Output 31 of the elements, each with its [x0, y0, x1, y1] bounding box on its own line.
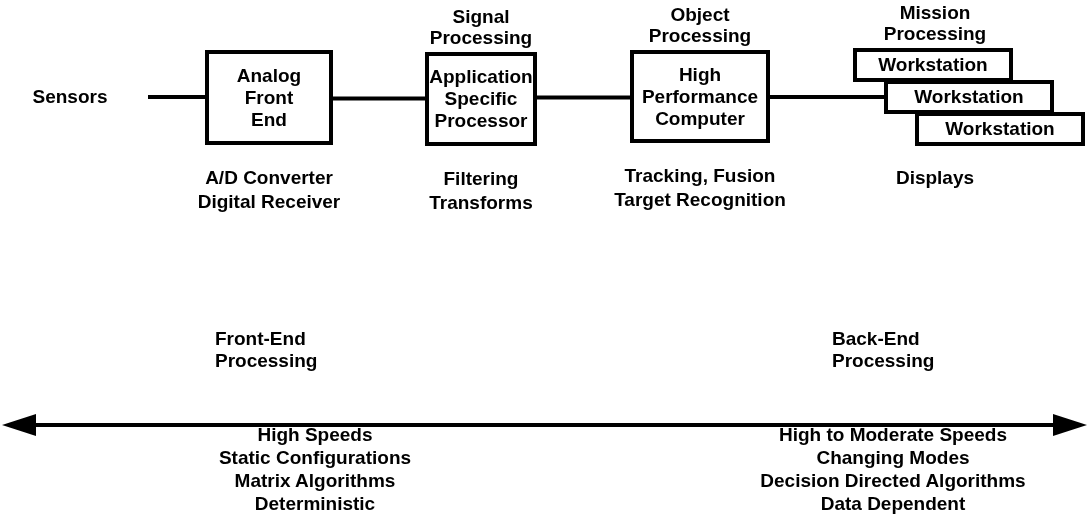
stage-heading: Signal Processing [428, 6, 534, 48]
connector-line [770, 95, 884, 99]
function-label: Tracking, Fusion [623, 165, 777, 187]
characteristic-label: High Speeds [256, 424, 374, 446]
function-label: A/D Converter [204, 167, 334, 189]
function-label: Displays [894, 167, 976, 189]
characteristic-label: Data Dependent [819, 493, 967, 515]
function-label: Filtering [442, 168, 520, 190]
node-label: Sensors [20, 82, 120, 112]
process-box: Workstation [915, 112, 1085, 146]
connector-line [333, 96, 425, 101]
connector-line [537, 95, 630, 100]
process-box: Analog Front End [205, 50, 333, 145]
characteristic-label: High to Moderate Speeds [778, 424, 1008, 446]
function-label: Target Recognition [613, 189, 787, 211]
region-heading: Back-End Processing [832, 328, 936, 372]
process-box: High Performance Computer [630, 50, 770, 143]
region-heading: Front-End Processing [215, 328, 319, 372]
process-box: Workstation [853, 48, 1013, 82]
characteristic-label: Decision Directed Algorithms [759, 470, 1027, 492]
connector-line [148, 95, 205, 99]
characteristic-label: Static Configurations [217, 447, 413, 469]
process-box: Application Specific Processor [425, 52, 537, 146]
process-box: Workstation [884, 80, 1054, 114]
characteristic-label: Changing Modes [815, 447, 971, 469]
characteristic-label: Deterministic [253, 493, 377, 515]
function-label: Transforms [428, 192, 534, 214]
stage-heading: Mission Processing [882, 2, 988, 44]
function-label: Digital Receiver [196, 191, 342, 213]
characteristic-label: Matrix Algorithms [233, 470, 397, 492]
stage-heading: Object Processing [647, 4, 753, 46]
